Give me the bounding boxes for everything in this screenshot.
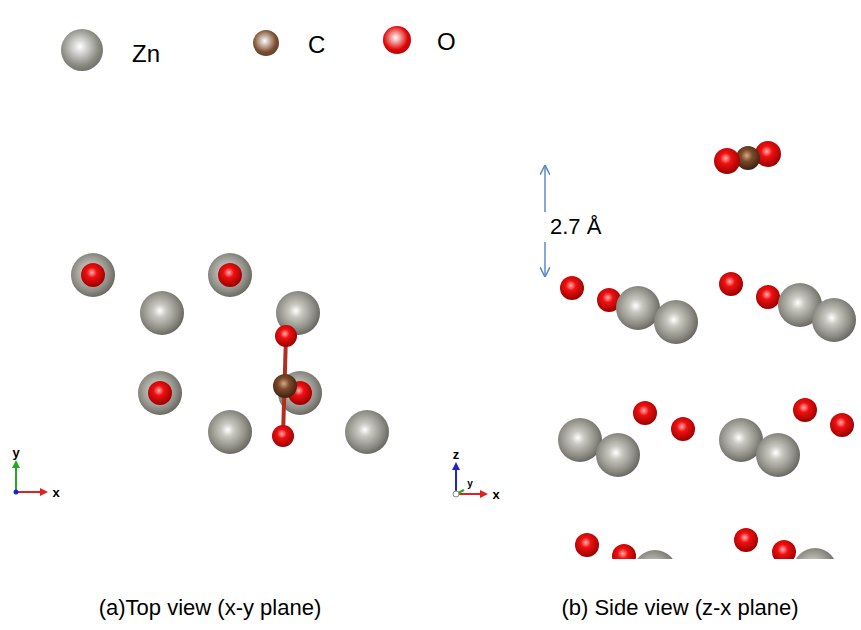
o-atom xyxy=(612,544,636,559)
zn-atom xyxy=(616,286,660,330)
o-atom xyxy=(218,263,242,287)
zn-atom xyxy=(208,253,252,297)
axes-b xyxy=(452,462,488,498)
zn-atom xyxy=(654,300,698,344)
panel-caption: (b) Side view (z-x plane) xyxy=(561,597,798,619)
legend-swatch xyxy=(61,29,103,71)
side-view-structure xyxy=(558,141,856,559)
zn-atom xyxy=(633,550,677,559)
o-atom xyxy=(756,285,780,309)
axis-label: y xyxy=(12,446,19,459)
o-atom xyxy=(719,272,743,296)
o-atom xyxy=(793,398,817,422)
axis-label: z xyxy=(453,448,460,461)
o-atom xyxy=(772,540,796,559)
o-atom xyxy=(633,401,657,425)
zn-atom xyxy=(345,410,389,454)
zn-atom xyxy=(558,418,602,462)
top-view-structure xyxy=(71,253,389,454)
o-atom xyxy=(560,276,584,300)
legend-label: Zn xyxy=(132,42,160,66)
o-atom xyxy=(148,381,172,405)
o-atom xyxy=(272,425,294,447)
zn-atom xyxy=(596,433,640,477)
legend-swatch xyxy=(383,26,411,54)
zn-atom xyxy=(71,253,115,297)
co2-molecule xyxy=(272,325,297,447)
legend-label: O xyxy=(437,30,456,54)
zn-atom xyxy=(140,291,184,335)
o-atom xyxy=(671,417,695,441)
o-atom xyxy=(830,413,854,437)
c-atom xyxy=(273,374,297,398)
o-atom xyxy=(575,533,599,557)
distance-label: 2.7 Å xyxy=(550,216,601,238)
axis-label: y xyxy=(467,479,473,489)
axis-label: x xyxy=(492,488,499,501)
panel-caption: (a)Top view (x-y plane) xyxy=(99,597,322,619)
o-atom xyxy=(275,325,297,347)
o-atom xyxy=(81,263,105,287)
axes-a xyxy=(12,460,48,496)
legend-label: C xyxy=(308,33,325,57)
axis-label: x xyxy=(52,486,59,499)
zn-atom xyxy=(793,548,837,559)
zn-atom xyxy=(812,298,856,342)
co2-molecule xyxy=(714,141,781,174)
legend-swatch xyxy=(253,30,279,56)
zn-atom xyxy=(756,433,800,477)
o-atom xyxy=(714,148,740,174)
zn-atom xyxy=(208,410,252,454)
zn-atom xyxy=(138,371,182,415)
o-atom xyxy=(734,528,758,552)
